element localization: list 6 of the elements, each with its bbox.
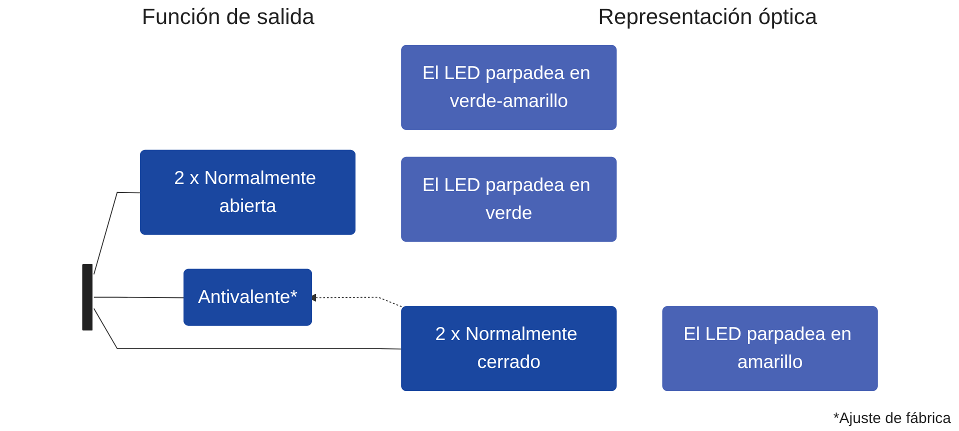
connector	[92, 296, 184, 298]
column-heading: Función de salida	[142, 4, 314, 30]
footnote: *Ajuste de fábrica	[833, 410, 951, 427]
column-heading: Representación óptica	[598, 4, 818, 30]
connector	[92, 192, 141, 275]
connector	[92, 308, 402, 350]
